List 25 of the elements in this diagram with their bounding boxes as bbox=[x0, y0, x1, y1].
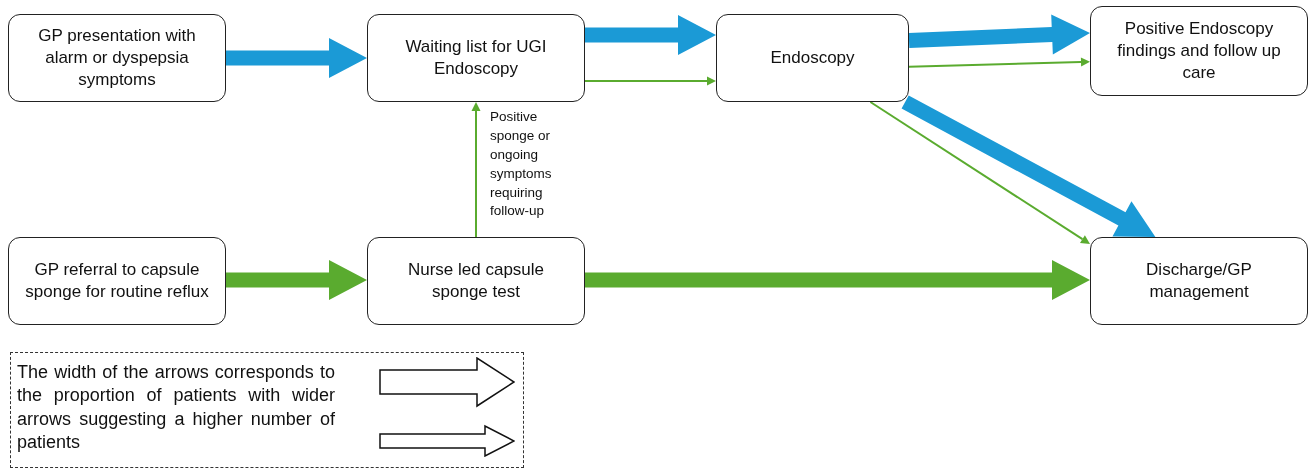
arrow bbox=[901, 95, 1156, 237]
box-text: Discharge/GP management bbox=[1145, 258, 1253, 303]
process-box bbox=[8, 14, 226, 102]
legend-text: The width of the arrows corresponds to the proportion of patients with wider arrows suggesting a higher number of patients bbox=[17, 361, 335, 455]
arrow bbox=[869, 101, 1090, 245]
process-box bbox=[367, 14, 585, 102]
arrow bbox=[585, 15, 716, 56]
box-text: Nurse led capsule sponge test bbox=[406, 258, 546, 303]
box-text: Waiting list for UGI Endoscopy bbox=[404, 35, 548, 80]
process-box bbox=[716, 14, 909, 102]
process-box bbox=[1090, 6, 1308, 96]
box-text: Positive Endoscopy findings and follow up care bbox=[1116, 17, 1282, 85]
process-box bbox=[1090, 237, 1308, 325]
box-text: GP referral to capsule sponge for routine reflux bbox=[24, 258, 210, 303]
process-box bbox=[367, 237, 585, 325]
arrow bbox=[226, 260, 367, 301]
arrow bbox=[908, 57, 1090, 68]
arrow bbox=[471, 102, 481, 238]
box-text: Endoscopy bbox=[770, 46, 855, 69]
arrow bbox=[585, 260, 1090, 301]
process-box bbox=[8, 237, 226, 325]
arrow bbox=[908, 14, 1090, 55]
arrow bbox=[584, 76, 716, 86]
box-text: GP presentation with alarm or dyspepsia symptoms bbox=[37, 24, 197, 92]
arrow bbox=[226, 38, 367, 78]
